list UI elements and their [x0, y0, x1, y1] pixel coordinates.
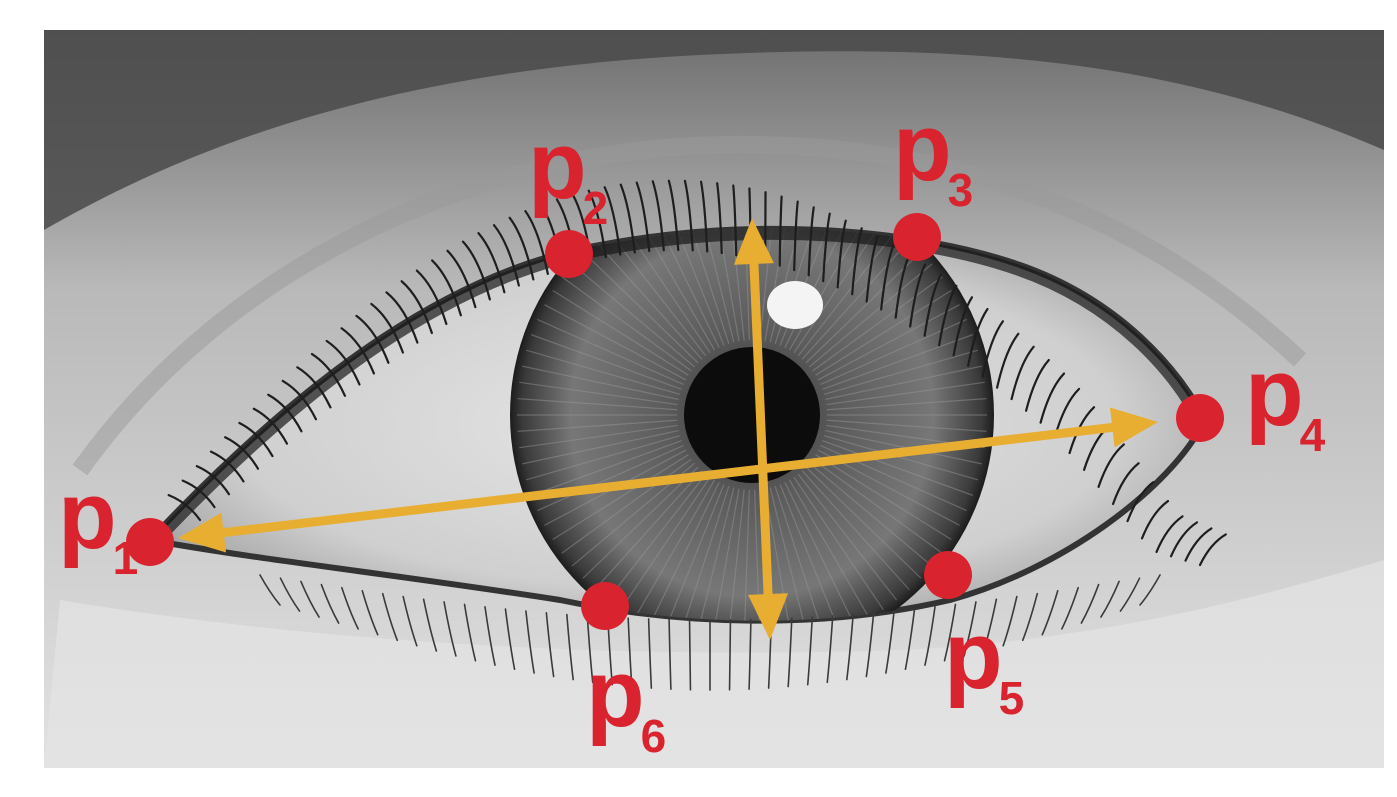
landmark-p2: p2 [528, 112, 608, 278]
upper-lid-shadow [150, 228, 1205, 548]
landmark-p6: p6 [581, 582, 666, 762]
eye-photo [44, 30, 1384, 768]
eyelid-crease [72, 135, 1307, 476]
arrow-horizontal-eye-width [178, 407, 1158, 553]
eyelashes [167, 179, 1227, 567]
landmark-dot-p1 [126, 518, 174, 566]
landmark-p1: p1 [58, 462, 174, 584]
landmark-label-p5: p5 [944, 602, 1024, 724]
landmark-letter: p [944, 602, 1003, 709]
arrow-head-end [748, 593, 789, 640]
landmark-label-p3: p3 [893, 94, 973, 216]
landmark-p5: p5 [924, 551, 1024, 724]
landmark-index: 1 [113, 532, 139, 584]
lower-eyelashes [259, 574, 1161, 691]
landmark-p4: p4 [1176, 339, 1326, 461]
landmark-dot-p3 [893, 213, 941, 261]
landmark-label-p1: p1 [58, 462, 138, 584]
arrow-shaft [213, 422, 1123, 538]
landmark-index: 2 [583, 182, 609, 234]
arrows [178, 218, 1158, 640]
landmark-index: 3 [948, 164, 974, 216]
arrow-head-start [733, 218, 774, 265]
landmark-letter: p [528, 112, 587, 219]
landmark-dot-p5 [924, 551, 972, 599]
arrow-shaft [749, 253, 773, 605]
landmark-letter: p [586, 640, 645, 747]
landmark-label-p2: p2 [528, 112, 608, 234]
landmark-label-p4: p4 [1245, 339, 1326, 461]
lower-cheek [44, 560, 1384, 768]
landmark-index: 5 [999, 672, 1025, 724]
landmark-index: 4 [1300, 409, 1326, 461]
landmark-letter: p [1245, 339, 1304, 446]
arrow-vertical-eye-height [733, 218, 789, 640]
landmark-index: 6 [641, 710, 667, 762]
landmark-dot-p4 [1176, 394, 1224, 442]
pupil [684, 347, 820, 483]
landmark-letter: p [893, 94, 952, 201]
landmark-label-p6: p6 [586, 640, 666, 762]
landmark-letter: p [58, 462, 117, 569]
landmark-dot-p2 [545, 230, 593, 278]
corneal-highlight [767, 281, 823, 329]
brow-shadow [44, 30, 1384, 230]
arrow-head-end [1109, 407, 1158, 448]
landmark-dot-p6 [581, 582, 629, 630]
landmark-p3: p3 [893, 94, 973, 261]
arrow-head-start [178, 512, 227, 553]
